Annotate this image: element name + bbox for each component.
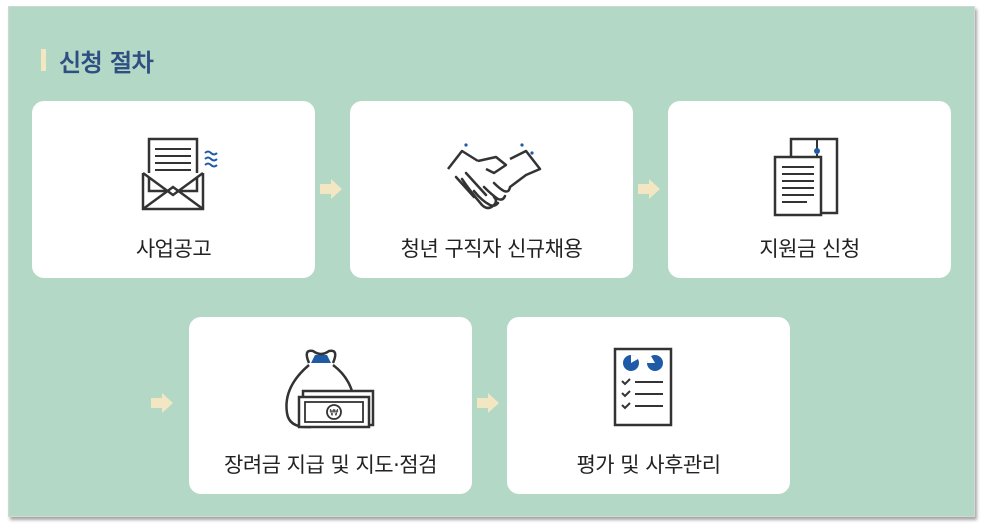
arrow-right-icon: [477, 393, 499, 413]
step-label-announcement: 사업공고: [135, 237, 212, 261]
step-label-hiring: 청년 구직자 신규채용: [400, 237, 583, 261]
step-card-announcement: 사업공고: [32, 101, 315, 278]
money-bag-icon: ₩: [281, 345, 377, 431]
arrow-right-icon: [638, 179, 660, 199]
handshake-icon: [444, 139, 544, 215]
arrow-right-icon: [320, 179, 342, 199]
step-card-payment: ₩ 장려금 지급 및 지도·점검: [189, 317, 472, 494]
step-label-application: 지원금 신청: [759, 237, 860, 261]
diagram-frame: 신청 절차 사업공고: [8, 6, 975, 517]
report-checklist-icon: [611, 345, 677, 429]
step-card-hiring: 청년 구직자 신규채용: [350, 101, 633, 278]
step-card-evaluation: 평가 및 사후관리: [507, 317, 790, 494]
svg-text:₩: ₩: [330, 409, 339, 419]
envelope-document-icon: [135, 135, 221, 215]
step-card-application: 지원금 신청: [668, 101, 951, 278]
section-title: 신청 절차: [59, 49, 154, 77]
step-label-evaluation: 평가 및 사후관리: [576, 453, 721, 477]
title-accent-bar: [41, 49, 46, 71]
arrow-right-icon: [151, 393, 173, 413]
step-label-payment: 장려금 지급 및 지도·점검: [224, 453, 437, 477]
document-folder-icon: [771, 135, 843, 219]
